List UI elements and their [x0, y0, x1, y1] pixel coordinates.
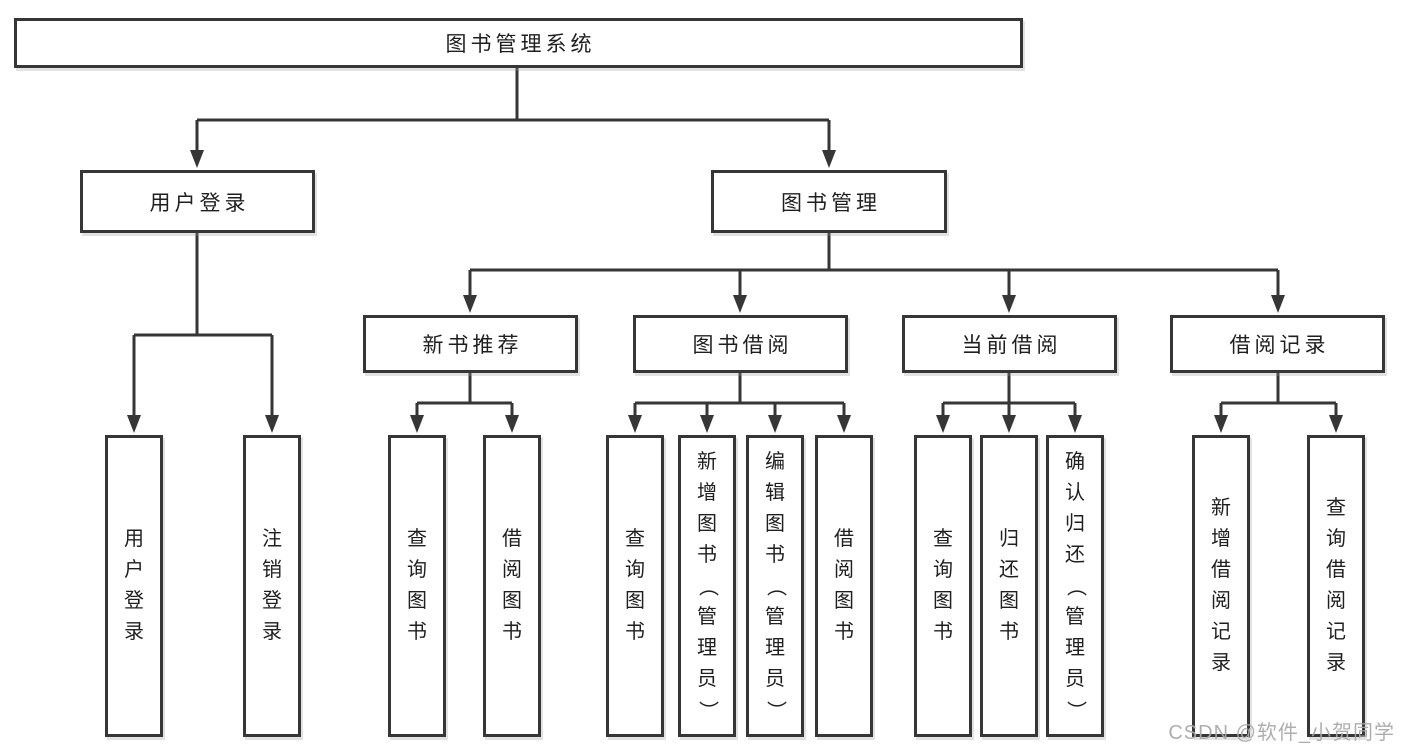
node-user-login: 用户登录 [80, 170, 315, 233]
arrowhead-icon [505, 415, 519, 433]
arrowhead-icon [1002, 415, 1016, 433]
leaf-newbook-query: 查询图书 [388, 435, 446, 737]
leaf-borrow-edit: 编辑图书（管理员） [746, 435, 804, 737]
leaf-current-return: 归还图书 [980, 435, 1038, 737]
arrowhead-icon [1271, 295, 1285, 313]
leaf-newbook-borrow: 借阅图书 [483, 435, 541, 737]
node-new-book-label: 新书推荐 [422, 334, 523, 357]
arrowhead-icon [837, 415, 851, 433]
leaf-borrow-query: 查询图书 [606, 435, 664, 737]
leaf-record-query: 查询借阅记录 [1307, 435, 1365, 737]
arrowhead-icon [822, 150, 836, 168]
node-book-mgmt: 图书管理 [711, 170, 947, 233]
arrowhead-icon [1214, 415, 1228, 433]
arrowhead-icon [768, 415, 782, 433]
node-user-login-label: 用户登录 [149, 191, 250, 215]
leaf-borrow-borrow: 借阅图书 [815, 435, 873, 737]
arrowhead-icon [1329, 415, 1343, 433]
leaf-current-query: 查询图书 [914, 435, 972, 737]
node-borrow-record-label: 借阅记录 [1229, 334, 1330, 357]
node-root: 图书管理系统 [14, 18, 1023, 68]
arrowhead-icon [190, 150, 204, 168]
arrowhead-icon [265, 415, 279, 433]
node-current-borrow-label: 当前借阅 [961, 334, 1062, 357]
arrowhead-icon [628, 415, 642, 433]
leaf-record-add: 新增借阅记录 [1192, 435, 1250, 737]
leaf-current-confirm: 确认归还（管理员） [1046, 435, 1104, 737]
leaf-user-login: 用户登录 [105, 435, 163, 737]
node-new-book: 新书推荐 [363, 315, 578, 373]
arrowhead-icon [127, 415, 141, 433]
arrowhead-icon [410, 415, 424, 433]
arrowheads [127, 150, 1343, 433]
node-book-mgmt-label: 图书管理 [781, 191, 881, 215]
node-root-label: 图书管理系统 [445, 33, 596, 56]
leaf-logout: 注销登录 [243, 435, 301, 737]
node-borrow-record: 借阅记录 [1170, 315, 1385, 373]
arrowhead-icon [463, 295, 477, 313]
node-book-borrow: 图书借阅 [633, 315, 848, 373]
arrowhead-icon [1068, 415, 1082, 433]
arrowhead-icon [1002, 295, 1016, 313]
arrowhead-icon [700, 415, 714, 433]
csdn-watermark: CSDN @软件_小贺同学 [1168, 722, 1395, 744]
node-current-borrow: 当前借阅 [902, 315, 1117, 373]
arrowhead-icon [936, 415, 950, 433]
node-book-borrow-label: 图书借阅 [692, 334, 793, 357]
arrowhead-icon [733, 295, 747, 313]
leaf-borrow-add: 新增图书（管理员） [678, 435, 736, 737]
